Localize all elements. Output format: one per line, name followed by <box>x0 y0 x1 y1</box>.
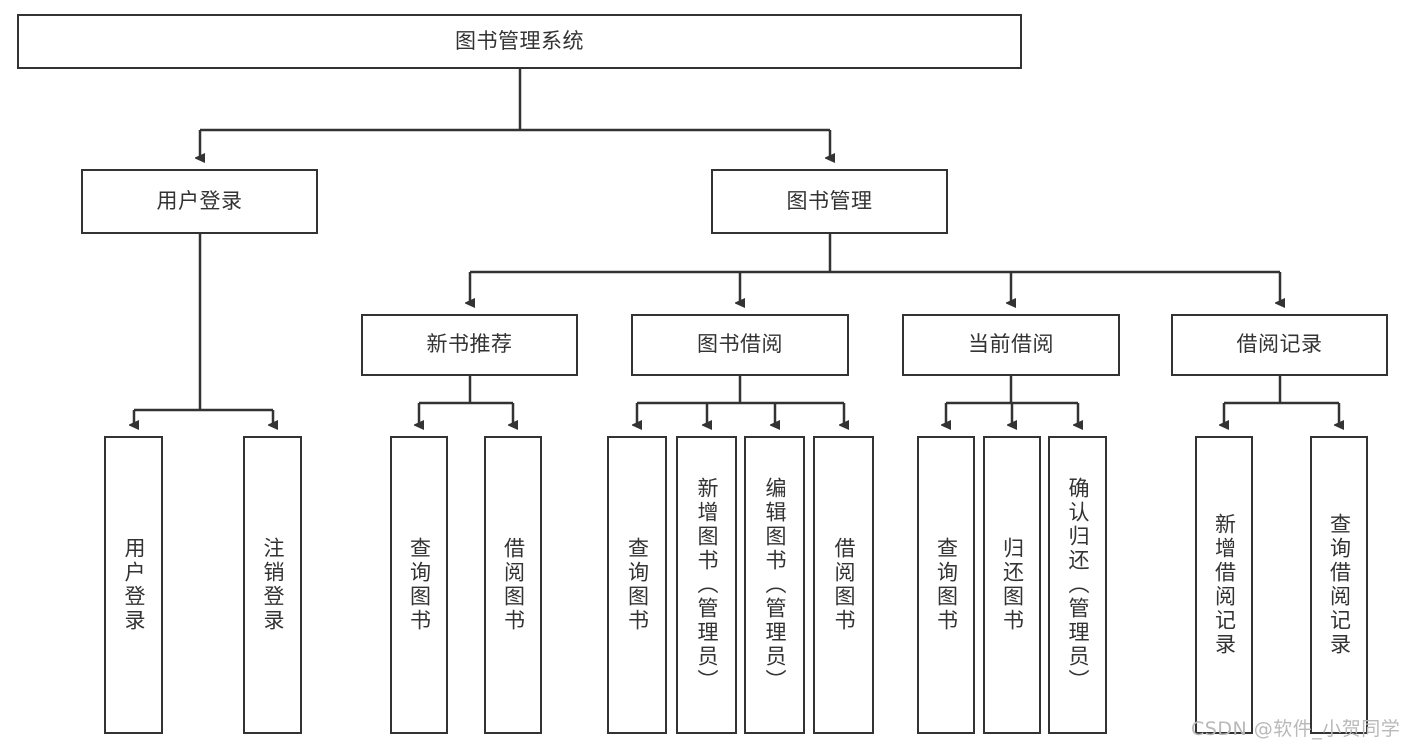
node-label-l_addrec: 新增借阅记录 <box>1212 513 1237 657</box>
node-newbook[interactable]: 新书推荐 <box>361 314 578 376</box>
node-label-l_queryrec: 查询借阅记录 <box>1327 513 1352 657</box>
node-l_login[interactable]: 用户登录 <box>104 436 163 734</box>
node-label-l_query2: 查询图书 <box>625 537 650 633</box>
node-login[interactable]: 用户登录 <box>81 169 318 234</box>
node-label-l_return: 归还图书 <box>1000 537 1025 633</box>
node-l_add[interactable]: 新增图书（管理员） <box>676 436 737 734</box>
node-label-borrow: 图书借阅 <box>697 332 783 357</box>
node-l_confirm[interactable]: 确认归还（管理员） <box>1048 436 1107 734</box>
node-l_addrec[interactable]: 新增借阅记录 <box>1195 436 1253 734</box>
watermark: CSDN @软件_小贺同学 <box>1191 718 1401 740</box>
node-label-newbook: 新书推荐 <box>426 332 513 357</box>
node-l_query2[interactable]: 查询图书 <box>607 436 667 734</box>
node-label-l_edit: 编辑图书（管理员） <box>763 477 787 693</box>
node-label-l_add: 新增图书（管理员） <box>695 477 719 693</box>
node-label-l_borrow1: 借阅图书 <box>501 537 526 633</box>
node-label-bookmgmt: 图书管理 <box>786 188 873 213</box>
node-l_return[interactable]: 归还图书 <box>983 436 1041 734</box>
node-l_query3[interactable]: 查询图书 <box>917 436 975 734</box>
node-borrow[interactable]: 图书借阅 <box>631 314 849 376</box>
node-root[interactable]: 图书管理系统 <box>17 14 1022 69</box>
node-label-l_query1: 查询图书 <box>407 537 432 633</box>
node-label-l_query3: 查询图书 <box>934 537 959 633</box>
node-records[interactable]: 借阅记录 <box>1171 314 1388 376</box>
node-l_query1[interactable]: 查询图书 <box>390 436 448 734</box>
node-l_borrow1[interactable]: 借阅图书 <box>484 436 542 734</box>
node-l_queryrec[interactable]: 查询借阅记录 <box>1310 436 1368 734</box>
node-label-root: 图书管理系统 <box>455 28 584 53</box>
node-bookmgmt[interactable]: 图书管理 <box>711 169 948 234</box>
node-label-records: 借阅记录 <box>1236 332 1323 357</box>
node-l_borrow2[interactable]: 借阅图书 <box>813 436 874 734</box>
node-label-current: 当前借阅 <box>968 332 1054 357</box>
node-label-login: 用户登录 <box>156 188 243 213</box>
node-label-l_logout: 注销登录 <box>261 537 285 633</box>
node-label-l_login: 用户登录 <box>122 537 146 633</box>
node-l_logout[interactable]: 注销登录 <box>243 436 302 734</box>
node-label-l_borrow2: 借阅图书 <box>832 537 856 633</box>
node-current[interactable]: 当前借阅 <box>902 314 1120 376</box>
node-label-l_confirm: 确认归还（管理员） <box>1066 477 1090 693</box>
node-l_edit[interactable]: 编辑图书（管理员） <box>744 436 805 734</box>
